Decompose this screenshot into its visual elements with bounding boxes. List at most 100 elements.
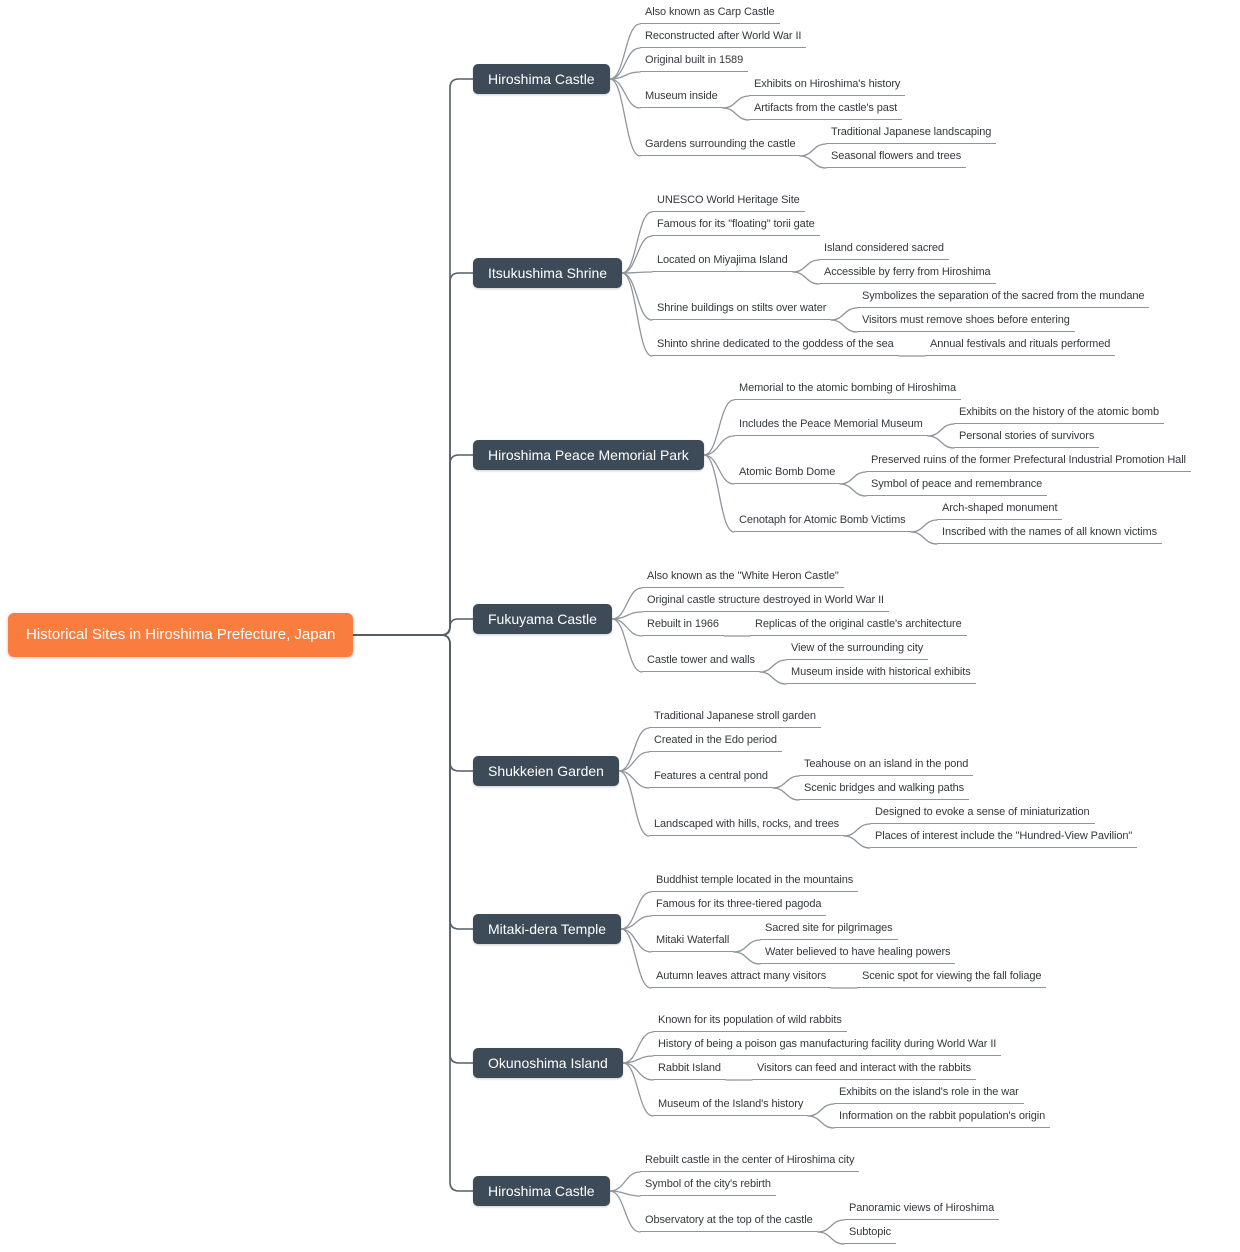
subtopic[interactable]: Personal stories of survivors [954,426,1100,448]
connector-line [843,835,871,849]
connector-line [609,23,641,80]
subtopic[interactable]: Gardens surrounding the castle [640,134,801,156]
subtopic[interactable]: Exhibits on Hiroshima's history [749,74,906,96]
connector-line [843,823,871,837]
subtopic[interactable]: Original castle structure destroyed in W… [642,590,889,612]
main-topic-hiroshima-castle[interactable]: Hiroshima Castle [473,1176,610,1206]
subtopic[interactable]: History of being a poison gas manufactur… [653,1034,1002,1056]
main-topic-fukuyama-castle[interactable]: Fukuyama Castle [473,604,612,634]
subtopic[interactable]: Memorial to the atomic bombing of Hirosh… [734,378,962,400]
subtopic[interactable]: Panoramic views of Hiroshima [844,1198,1000,1220]
connector-line [609,78,641,157]
connector-line [618,751,650,772]
subtopic[interactable]: View of the surrounding city [786,638,929,660]
subtopic[interactable]: Exhibits on the history of the atomic bo… [954,402,1165,424]
subtopic[interactable]: Symbolizes the separation of the sacred … [857,286,1150,308]
connector-line [609,1171,641,1192]
subtopic[interactable]: Shinto shrine dedicated to the goddess o… [652,334,899,356]
subtopic[interactable]: Famous for its "floating" torii gate [652,214,820,236]
subtopic[interactable]: Also known as the "White Heron Castle" [642,566,844,588]
subtopic[interactable]: Autumn leaves attract many visitors [651,966,832,988]
subtopic[interactable]: Created in the Edo period [649,730,782,752]
subtopic[interactable]: Cenotaph for Atomic Bomb Victims [734,510,911,532]
subtopic[interactable]: Water believed to have healing powers [760,942,956,964]
connector-line [622,1062,654,1117]
connector-line [352,618,474,636]
subtopic[interactable]: Landscaped with hills, rocks, and trees [649,814,845,836]
subtopic[interactable]: Rebuilt in 1966 [642,614,724,636]
subtopic[interactable]: Features a central pond [649,766,773,788]
subtopic[interactable]: Information on the rabbit population's o… [834,1106,1051,1128]
connector-line [722,107,750,121]
subtopic[interactable]: Also known as Carp Castle [640,2,780,24]
main-topic-hiroshima-peace-memorial-park[interactable]: Hiroshima Peace Memorial Park [473,440,704,470]
main-topic-mitaki-dera-temple[interactable]: Mitaki-dera Temple [473,914,622,944]
connector-line [703,454,735,485]
subtopic[interactable]: Exhibits on the island's role in the war [834,1082,1024,1104]
connector-line [622,1031,654,1064]
connector-line [830,319,858,333]
connector-line [759,671,787,685]
connector-line [609,1190,641,1233]
subtopic[interactable]: Museum of the Island's history [653,1094,809,1116]
subtopic[interactable]: Scenic bridges and walking paths [799,778,970,800]
connector-line [621,272,653,357]
subtopic[interactable]: Visitors can feed and interact with the … [752,1058,976,1080]
subtopic[interactable]: Island considered sacred [819,238,949,260]
subtopic[interactable]: Scenic spot for viewing the fall foliage [857,966,1047,988]
subtopic[interactable]: Reconstructed after World War II [640,26,807,48]
subtopic[interactable]: Atomic Bomb Dome [734,462,841,484]
subtopic[interactable]: Symbol of peace and remembrance [866,474,1048,496]
main-topic-shukkeien-garden[interactable]: Shukkeien Garden [473,756,619,786]
subtopic[interactable]: Designed to evoke a sense of miniaturiza… [870,802,1095,824]
main-topic-okunoshima-island[interactable]: Okunoshima Island [473,1048,623,1078]
subtopic[interactable]: Artifacts from the castle's past [749,98,903,120]
subtopic[interactable]: Teahouse on an island in the pond [799,754,974,776]
subtopic[interactable]: Places of interest include the "Hundred-… [870,826,1138,848]
subtopic[interactable]: Seasonal flowers and trees [826,146,967,168]
subtopic[interactable]: Traditional Japanese landscaping [826,122,997,144]
subtopic[interactable]: Subtopic [844,1222,897,1244]
connector-line [621,235,653,274]
subtopic[interactable]: Annual festivals and rituals performed [925,334,1116,356]
subtopic[interactable]: Observatory at the top of the castle [640,1210,818,1232]
subtopic[interactable]: Buddhist temple located in the mountains [651,870,859,892]
subtopic[interactable]: Symbol of the city's rebirth [640,1174,776,1196]
subtopic[interactable]: Located on Miyajima Island [652,250,793,272]
subtopic[interactable]: Known for its population of wild rabbits [653,1010,847,1032]
subtopic[interactable]: Shrine buildings on stilts over water [652,298,832,320]
subtopic[interactable]: Rabbit Island [653,1058,726,1080]
main-topic-itsukushima-shrine[interactable]: Itsukushima Shrine [473,258,623,288]
subtopic[interactable]: Famous for its three-tiered pagoda [651,894,827,916]
subtopic[interactable]: Preserved ruins of the former Prefectura… [866,450,1191,472]
connector-line [733,939,761,953]
connector-line [621,271,653,274]
subtopic[interactable]: Traditional Japanese stroll garden [649,706,821,728]
subtopic[interactable]: Includes the Peace Memorial Museum [734,414,928,436]
main-topic-hiroshima-castle[interactable]: Hiroshima Castle [473,64,610,94]
subtopic[interactable]: Castle tower and walls [642,650,760,672]
connector-line [352,634,474,772]
connector-line [618,770,650,837]
connector-line [620,891,652,930]
subtopic[interactable]: Mitaki Waterfall [651,930,735,952]
connector-line [807,1115,835,1129]
subtopic[interactable]: Sacred site for pilgrimages [760,918,898,940]
central-topic[interactable]: Historical Sites in Hiroshima Prefecture… [8,613,354,657]
subtopic[interactable]: Arch-shaped monument [937,498,1063,520]
subtopic[interactable]: Replicas of the original castle's archit… [750,614,967,636]
subtopic[interactable]: Original built in 1589 [640,50,749,72]
subtopic[interactable]: Accessible by ferry from Hiroshima [819,262,996,284]
subtopic[interactable]: UNESCO World Heritage Site [652,190,805,212]
subtopic[interactable]: Museum inside with historical exhibits [786,662,976,684]
subtopic[interactable]: Inscribed with the names of all known vi… [937,522,1162,544]
subtopic[interactable]: Museum inside [640,86,723,108]
connector-line [609,78,641,109]
connector-line [352,634,474,930]
connector-line [620,928,652,989]
subtopic[interactable]: Visitors must remove shoes before enteri… [857,310,1075,332]
connector-line [352,634,474,1192]
subtopic[interactable]: Rebuilt castle in the center of Hiroshim… [640,1150,860,1172]
connector-line [609,71,641,80]
